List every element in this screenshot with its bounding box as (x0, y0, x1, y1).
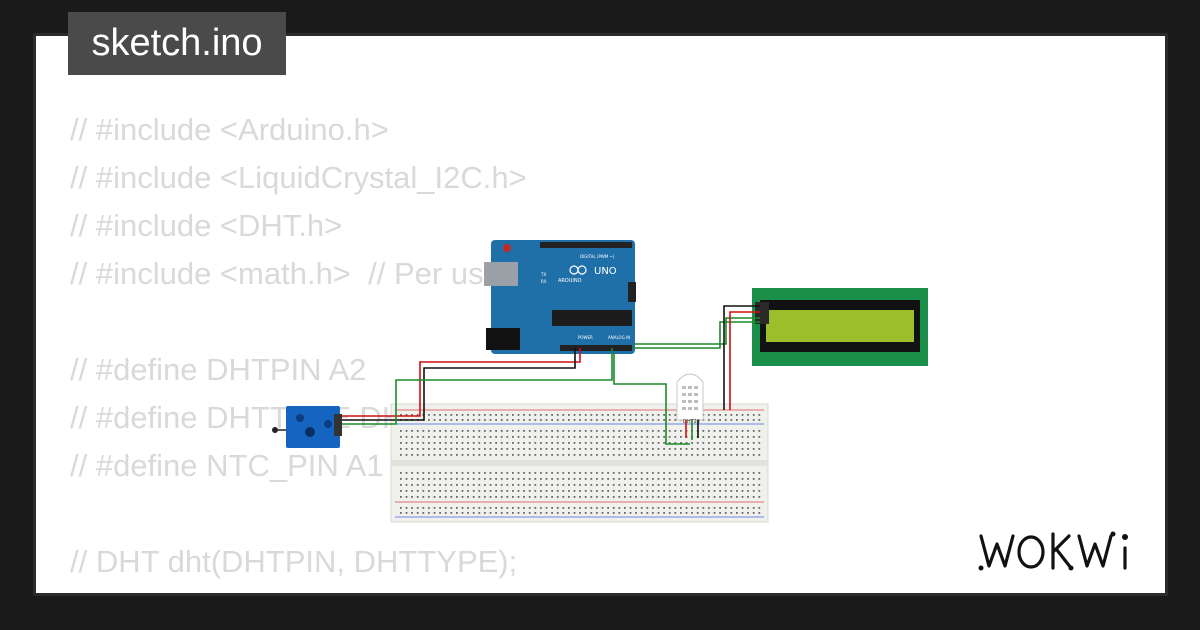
tx-label: TX (540, 272, 546, 277)
code-line: // #include <Arduino.h> (70, 112, 389, 147)
board-model-label: UNO (594, 266, 617, 277)
ntc-thermistor-module[interactable] (272, 406, 342, 448)
lcd-display[interactable] (752, 288, 928, 366)
wires (342, 305, 760, 445)
code-line: // DHT dht(DHTPIN, DHTTYPE); (70, 544, 518, 579)
rx-label: RX (541, 279, 547, 284)
code-line: // #define DHTPIN A2 (70, 352, 367, 387)
code-line: // #define NTC_PIN A1 (70, 448, 384, 483)
board-brand-label: ARDUINO (558, 278, 582, 284)
breadboard (390, 403, 769, 523)
dht22-sensor[interactable]: DHT22 (676, 373, 704, 425)
arduino-uno[interactable]: UNO ARDUINO DIGITAL (PWM ~) ANALOG IN PO… (484, 240, 636, 354)
code-line: // #include <LiquidCrystal_I2C.h> (70, 160, 527, 195)
code-background: // #include <Arduino.h> // #include <Liqu… (70, 106, 1165, 593)
code-line: // LiquidCrystal_I2C lcd(0x27, 16, 2); /… (70, 586, 1165, 593)
code-line: // #include <DHT.h> (70, 208, 343, 243)
reset-button (503, 244, 511, 252)
usb-port (484, 262, 518, 286)
digital-pins-label: DIGITAL (PWM ~) (580, 254, 615, 259)
file-tab[interactable]: sketch.ino (68, 12, 286, 75)
analog-pins-label: ANALOG IN (608, 335, 630, 340)
power-jack (486, 328, 520, 350)
wokwi-logo (978, 531, 1128, 571)
power-pins-label: POWER (578, 335, 593, 340)
microcontroller-chip (552, 310, 632, 326)
